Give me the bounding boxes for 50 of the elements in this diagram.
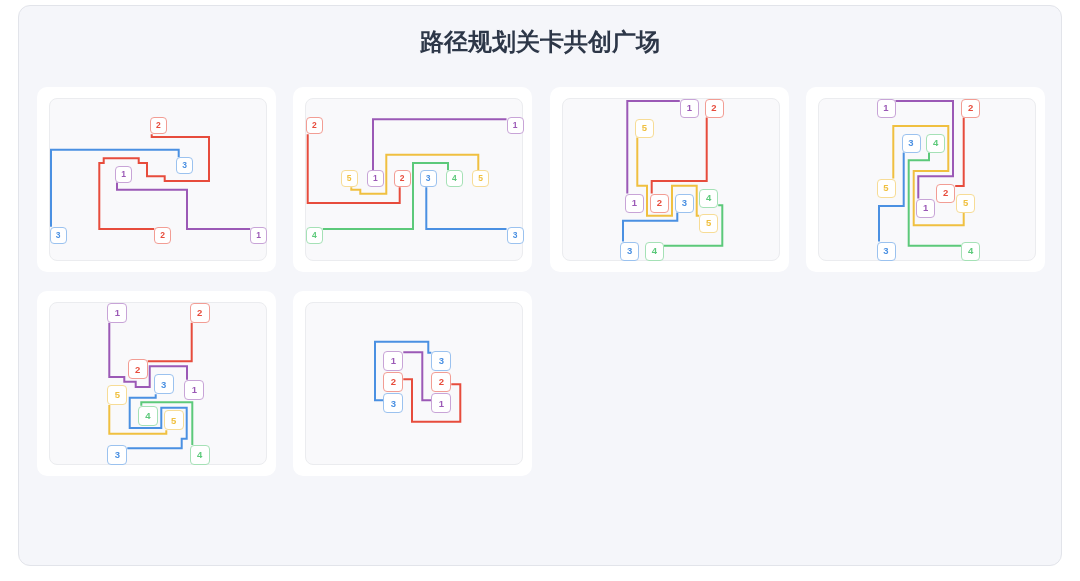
number-tile: 3 — [153, 374, 174, 395]
level-card — [293, 87, 532, 272]
number-tile: 5 — [107, 385, 128, 405]
number-tile: 2 — [431, 372, 452, 392]
path-line — [954, 116, 965, 187]
path-line — [402, 351, 433, 402]
page-title: 路径规划关卡共创广场 — [420, 27, 660, 58]
level-card — [37, 87, 276, 272]
path-line — [402, 378, 462, 423]
path-line — [116, 181, 252, 230]
path-line — [374, 340, 433, 402]
path-line — [622, 211, 679, 243]
path-line — [907, 151, 963, 247]
path-line — [425, 186, 508, 230]
path-line — [650, 116, 708, 195]
level-card — [37, 291, 276, 476]
path-line — [626, 100, 681, 195]
path-line — [108, 321, 188, 388]
number-tile: 5 — [472, 170, 490, 188]
number-tile: 3 — [431, 350, 452, 371]
number-tile: 4 — [189, 445, 210, 465]
path-line — [321, 162, 449, 230]
path-line — [350, 153, 480, 195]
number-tile: 2 — [383, 372, 404, 392]
number-tile: 1 — [431, 393, 452, 414]
path-line — [372, 118, 508, 172]
path-line — [894, 100, 954, 200]
path-line — [146, 321, 193, 363]
number-tile: 1 — [107, 302, 128, 323]
path-line — [636, 136, 701, 217]
number-tile: 1 — [184, 379, 205, 400]
path-line — [108, 404, 168, 435]
number-tile: 3 — [383, 393, 404, 414]
path-line — [140, 401, 194, 446]
number-tile: 3 — [107, 445, 128, 465]
number-tile: 3 — [176, 157, 194, 175]
path-line — [50, 148, 180, 228]
path-line — [892, 125, 965, 227]
path-line — [878, 151, 905, 243]
number-tile: 5 — [163, 410, 184, 431]
path-line — [98, 133, 210, 230]
level-card — [550, 87, 789, 272]
number-tile: 2 — [127, 359, 148, 380]
level-card — [806, 87, 1045, 272]
number-tile: 1 — [383, 350, 404, 371]
path-line — [126, 393, 188, 450]
number-tile: 4 — [138, 405, 158, 426]
path-line — [662, 204, 724, 247]
path-line — [306, 133, 401, 204]
level-card — [293, 291, 532, 476]
